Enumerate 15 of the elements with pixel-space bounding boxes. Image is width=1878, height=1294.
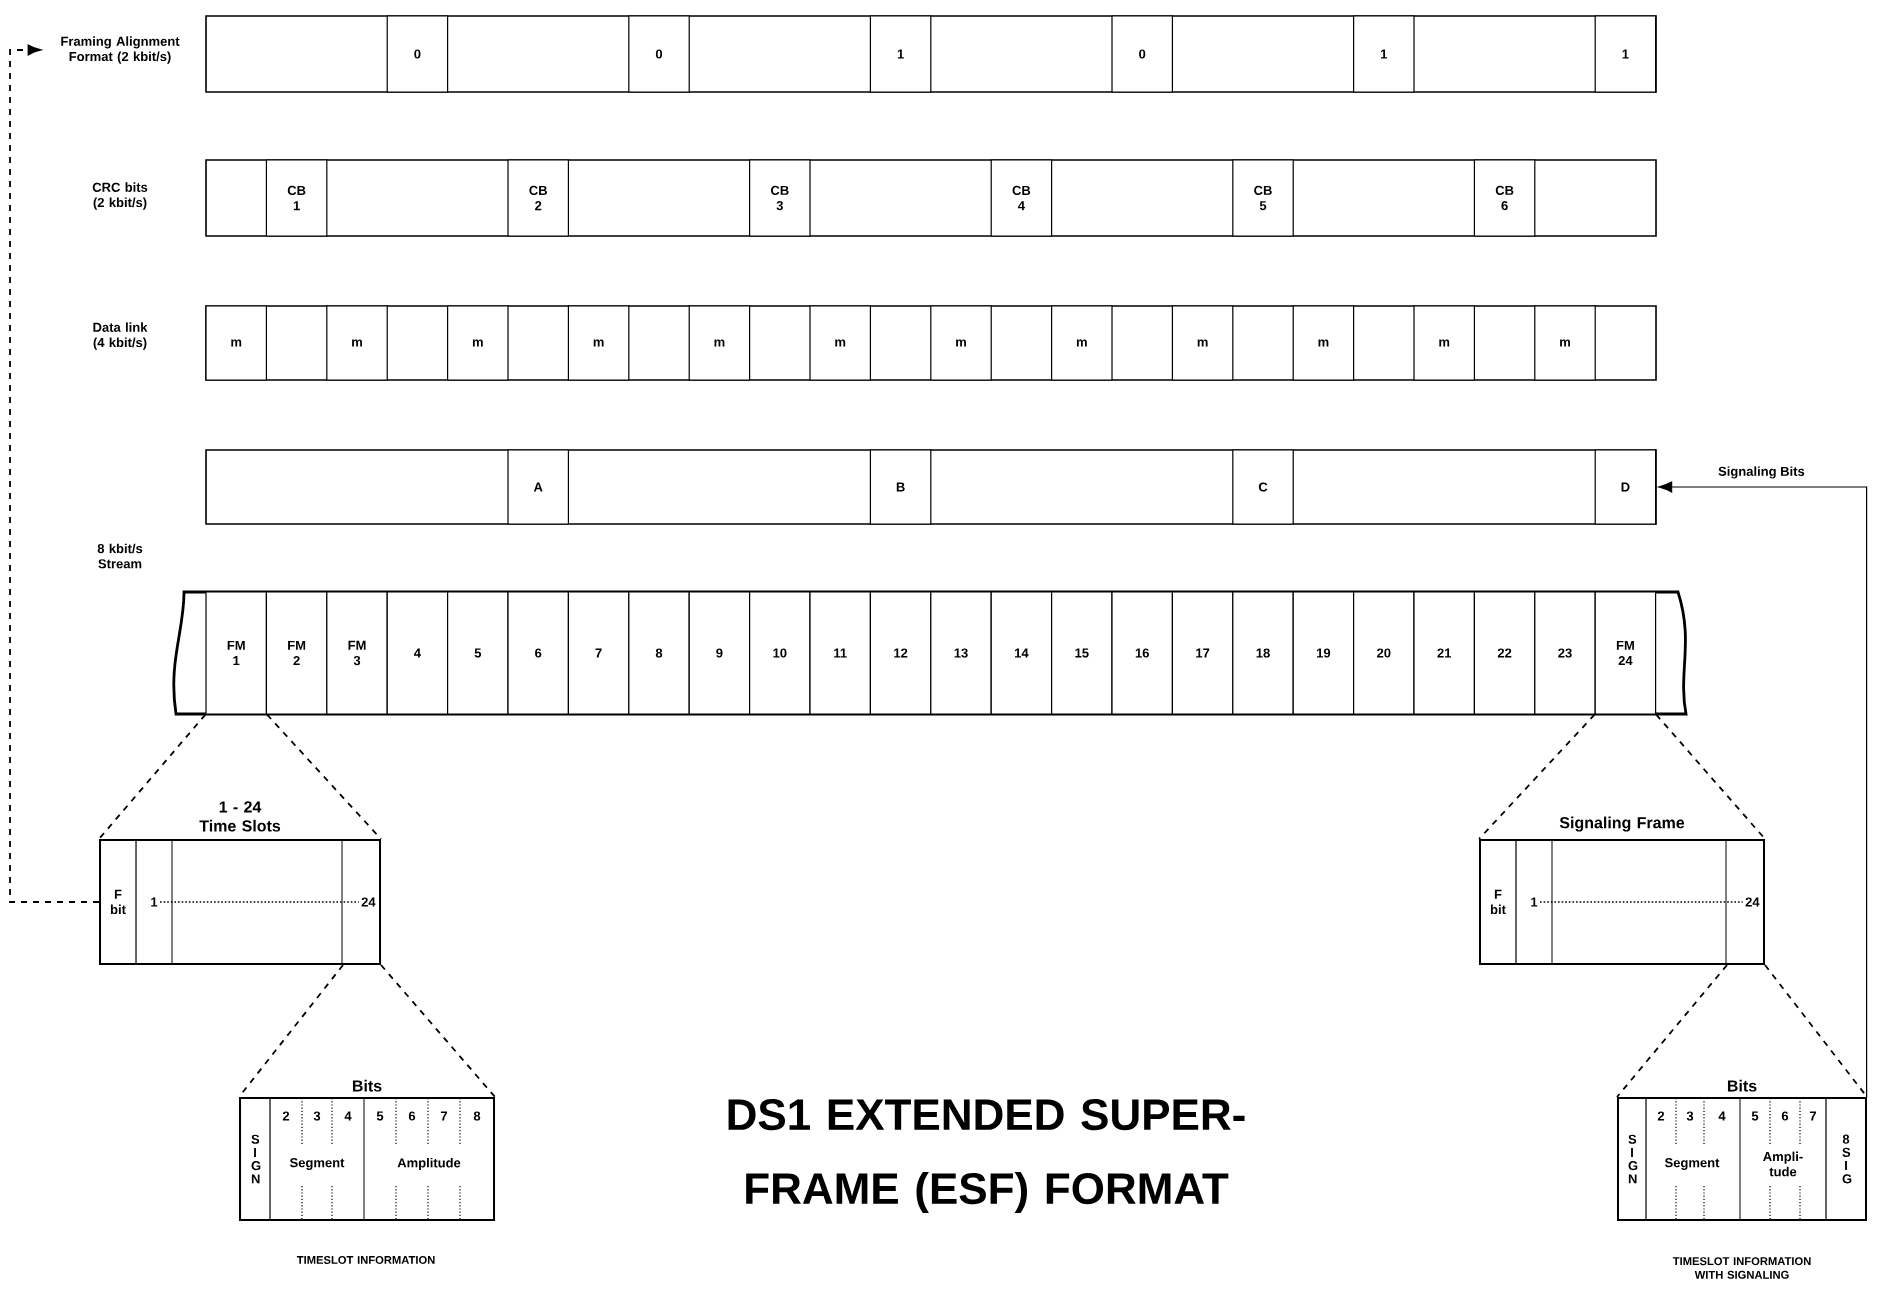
box-heading: 1 - 24 Time Slots: [199, 801, 281, 832]
dashed-line: [98, 713, 207, 840]
box-heading: Bits: [352, 1079, 382, 1092]
dashed-line: [1478, 713, 1596, 840]
box-heading: Signaling Frame: [1559, 816, 1685, 832]
dashed-line: [1655, 713, 1766, 840]
dashed-line: [380, 964, 496, 1098]
dashed-line: [266, 713, 382, 840]
dashed-line: [1616, 964, 1728, 1098]
box-heading: Bits: [1727, 1079, 1757, 1092]
title: DS1 EXTENDED SUPER-FRAME (ESF) FORMAT: [728, 1099, 1245, 1213]
arrow: [1658, 481, 1868, 1098]
dashed-line: [1764, 964, 1868, 1098]
arrow: [9, 44, 100, 903]
dashed-line: [238, 964, 344, 1098]
